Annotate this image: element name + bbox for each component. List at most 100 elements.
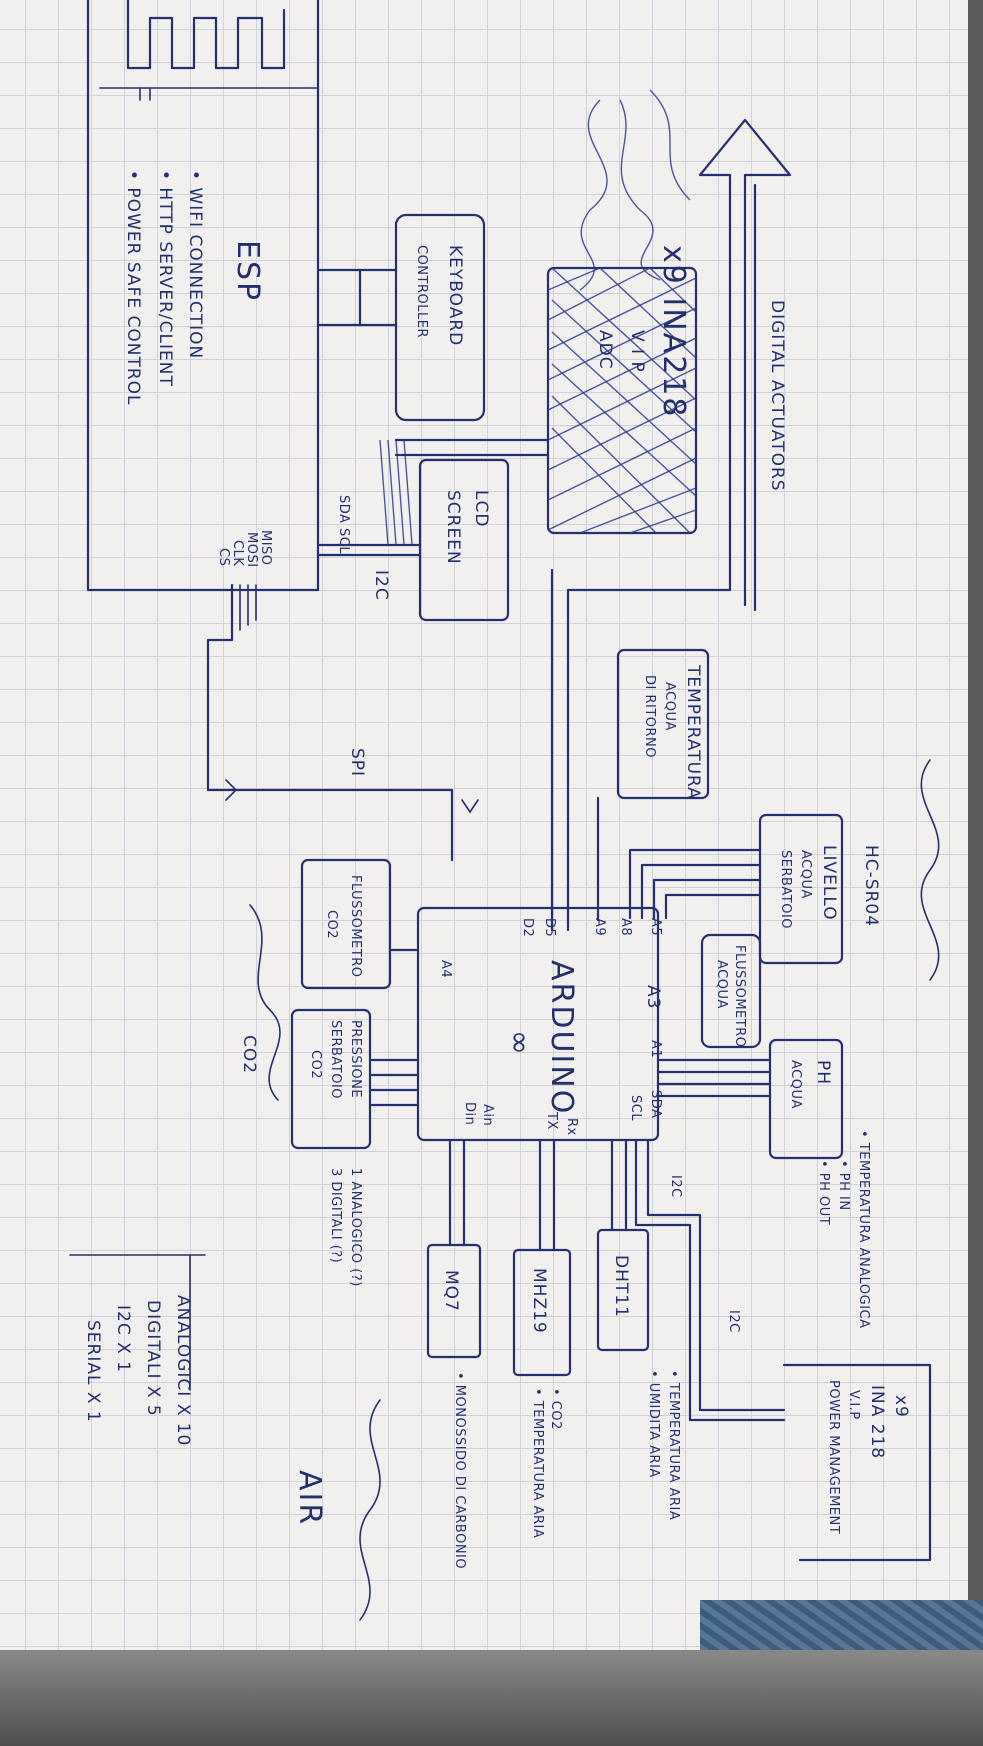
ina-right-label-2: V.I.P — [846, 1390, 861, 1420]
mhz19-note-1: • CO2 — [548, 1388, 563, 1430]
ph-note-1: • TEMPERATURA ANALOGICA — [856, 1130, 871, 1329]
keyboard-controller: KEYBOARD CONTROLLER — [316, 213, 486, 422]
hc-sr04-label-3: SERBATOIO — [778, 850, 793, 929]
pin-ain: Ain — [480, 1104, 495, 1126]
pressure-note-2: 3 DIGITALI (?) — [328, 1168, 343, 1263]
co2-label: CO2 — [239, 1035, 259, 1074]
ph-label-2: ACQUA — [788, 1060, 803, 1109]
hc-sr04-label-1: LIVELLO — [819, 845, 839, 921]
hc-sr04-label-2: ACQUA — [798, 850, 813, 899]
pin-a3: A3 — [643, 985, 663, 1009]
esp-module: ESP • WIFI CONNECTION • HTTP SERVER/CLIE… — [86, 0, 351, 592]
mq7-sensor: MQ7 • MONOSSIDO DI CARBONIO — [426, 1138, 482, 1569]
esp-pin-clk: CLK — [230, 540, 245, 566]
ph-note-2: • PH IN — [836, 1160, 851, 1211]
ina-right-count: x9 — [891, 1395, 911, 1418]
esp-title: ESP — [230, 240, 265, 302]
esp-pin-miso: MISO — [258, 530, 273, 566]
summary-digital: DIGITALI X 5 — [143, 1300, 163, 1417]
summary: ANALOGICI X 10 DIGITALI X 5 I2C X 1 SERI… — [69, 1254, 206, 1446]
flux-water-label-1: FLUSSOMETRO — [732, 945, 747, 1047]
mq7-label: MQ7 — [441, 1270, 461, 1312]
esp-pin-mosi: MOSI — [244, 532, 259, 568]
mhz19-note-2: • TEMPERATURA ARIA — [530, 1388, 545, 1538]
i2c-right-label-2: I2C — [726, 1310, 741, 1333]
flux-co2-sensor: FLUSSOMETRO CO2 — [249, 858, 420, 1101]
mhz19-label: MHZ19 — [529, 1268, 549, 1334]
esp-pin-cs: CS — [216, 548, 231, 566]
table-shadow — [0, 1650, 983, 1746]
ina-right-label-1: INA 218 — [867, 1385, 887, 1459]
pressure-label-2: SERBATOIO — [328, 1020, 343, 1099]
lcd-screen: LCD SCREEN I2C — [316, 439, 510, 622]
pin-rx: Rx — [564, 1118, 579, 1136]
flux-co2-label-1: FLUSSOMETRO — [348, 875, 363, 977]
temp-water-label-2: ACQUA — [662, 682, 677, 731]
squiggle-top — [920, 759, 940, 981]
dht11-note-1: • TEMPERATURA ARIA — [666, 1370, 681, 1520]
pressure-co2-sensor: PRESSIONE SERBATOIO CO2 1 ANALOGICO (?) … — [239, 1008, 420, 1287]
lcd-label-2: SCREEN — [443, 490, 463, 565]
pin-d5: D5 — [542, 918, 557, 937]
temp-water-label-3: DI RITORNO — [642, 675, 657, 758]
hc-sr04-title: HC-SR04 — [861, 845, 881, 927]
pin-a5: A5 — [648, 918, 663, 936]
dht11-label: DHT11 — [611, 1255, 631, 1318]
digital-actuators-arrow: DIGITAL ACTUATORS — [550, 118, 792, 932]
pin-tx: TX — [544, 1111, 559, 1130]
pin-a9: A9 — [592, 918, 607, 936]
summary-i2c: I2C X 1 — [113, 1305, 133, 1373]
hc-sr04-sensor: HC-SR04 LIVELLO ACQUA SERBATOIO — [628, 813, 881, 965]
air-label: AIR — [292, 1470, 327, 1526]
dht11-sensor: DHT11 • TEMPERATURA ARIA • UMIDITA ARIA … — [596, 1138, 683, 1520]
ph-note-3: • PH OUT — [816, 1160, 831, 1225]
pressure-note-1: 1 ANALOGICO (?) — [348, 1168, 363, 1287]
ph-label-1: PH — [813, 1060, 833, 1085]
arduino-title: ARDUINO — [544, 960, 579, 1115]
temp-water-label-1: TEMPERATURA — [683, 664, 703, 800]
keyboard-label-1: KEYBOARD — [445, 245, 465, 346]
pin-d2: D2 — [520, 918, 535, 937]
ina218-left: x9 INA218 V I P ADC — [394, 89, 698, 535]
ina-left-label-2: V I P — [627, 330, 647, 373]
spi-label: SPI — [347, 748, 367, 777]
i2c-right-label-1: I2C — [668, 1175, 683, 1198]
ina-left-label-3: ADC — [595, 330, 615, 370]
keyboard-label-2: CONTROLLER — [414, 245, 429, 338]
pressure-label-1: PRESSIONE — [348, 1020, 363, 1098]
air-label-group: AIR — [292, 1470, 327, 1526]
flux-water-sensor: FLUSSOMETRO ACQUA — [700, 933, 762, 1049]
ph-sensor: PH ACQUA • TEMPERATURA ANALOGICA • PH IN… — [656, 1038, 871, 1329]
mq7-note-1: • MONOSSIDO DI CARBONIO — [452, 1372, 467, 1569]
squiggle-air — [359, 1399, 381, 1621]
esp-feature-power: • POWER SAFE CONTROL — [123, 170, 143, 406]
pin-scl: SCL — [628, 1095, 643, 1121]
temp-water-sensor: TEMPERATURA ACQUA DI RITORNO — [596, 648, 710, 922]
arduino-board: ARDUINO ∞ A5 A8 A9 A3 A1 SDA SCL D5 D2 A… — [416, 906, 663, 1142]
esp-feature-wifi: • WIFI CONNECTION — [185, 170, 205, 359]
summary-analog: ANALOGICI X 10 — [173, 1295, 193, 1446]
spi-bus: SPI — [206, 583, 479, 862]
esp-pins-i2c: SDA SCL — [336, 495, 351, 554]
lcd-label-1: LCD — [471, 490, 491, 527]
summary-serial: SERIAL X 1 — [83, 1320, 103, 1423]
mhz19-sensor: MHZ19 • CO2 • TEMPERATURA ARIA — [512, 1138, 572, 1538]
flux-co2-label-2: CO2 — [324, 910, 339, 939]
i2c-lcd-label: I2C — [371, 570, 391, 601]
ina218-right: x9 INA 218 V.I.P POWER MANAGEMENT I2C — [634, 1138, 932, 1562]
flux-water-label-2: ACQUA — [714, 960, 729, 1009]
pin-a4: A4 — [438, 960, 453, 978]
pin-sda: SDA — [648, 1090, 663, 1118]
esp-antenna — [126, 0, 286, 70]
dht11-note-2: • UMIDITA ARIA — [646, 1370, 661, 1478]
pin-din: Din — [462, 1102, 477, 1125]
pin-a1: A1 — [648, 1040, 663, 1058]
esp-feature-http: • HTTP SERVER/CLIENT — [155, 170, 175, 387]
pressure-label-3: CO2 — [308, 1050, 323, 1079]
ina-left-label-1: x9 INA218 — [656, 245, 691, 418]
pin-a8: A8 — [618, 918, 633, 936]
digital-actuators-label: DIGITAL ACTUATORS — [767, 300, 787, 492]
arduino-symbol: ∞ — [502, 1030, 537, 1057]
ina-right-label-3: POWER MANAGEMENT — [826, 1380, 841, 1534]
